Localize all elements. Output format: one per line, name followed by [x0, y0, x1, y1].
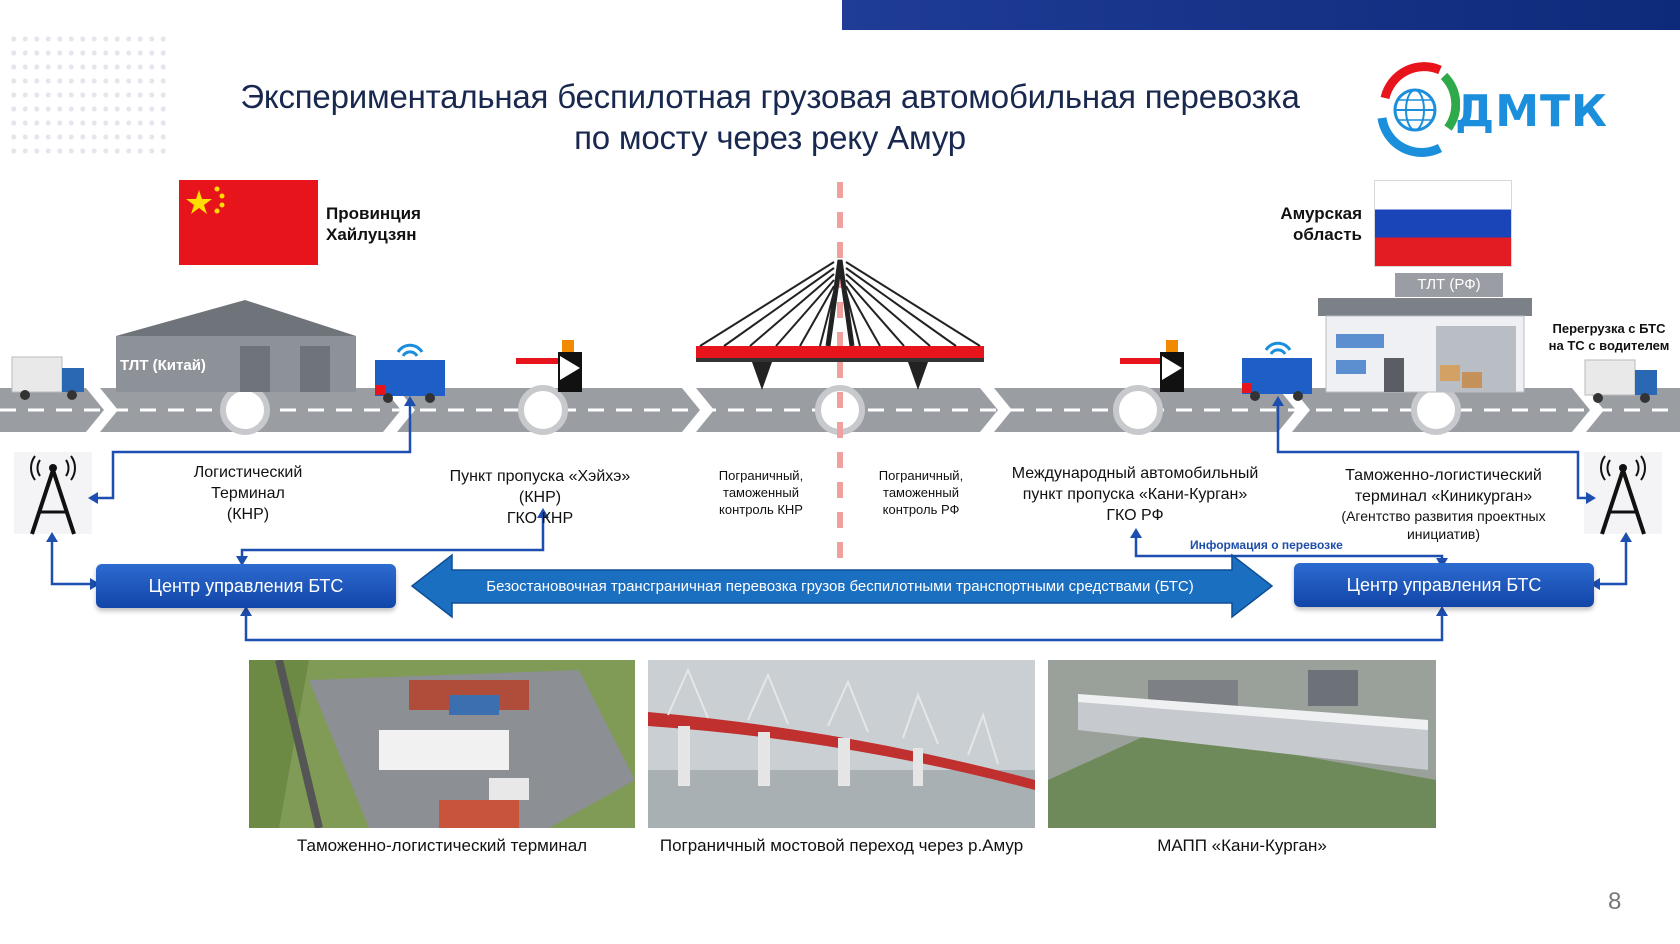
- caption-checkpoint: МАПП «Кани-Курган»: [1157, 836, 1327, 855]
- region-russia-line-1: Амурская: [1280, 204, 1362, 223]
- label-terminal-ru-line-2: терминал «Киникурган»: [1354, 488, 1533, 505]
- double-arrow: [410, 553, 1274, 619]
- reload-line-1: Перегрузка с БТС: [1552, 321, 1666, 336]
- label-logistic-line-1: Логистический: [193, 464, 303, 481]
- photo-checkpoint: [1048, 660, 1436, 828]
- label-heihe-line-2: (КНР): [518, 489, 562, 506]
- photo-bridge: [648, 660, 1035, 828]
- label-heihe-line-3: ГКО КНР: [506, 510, 574, 527]
- label-border-control-china: Пограничный, таможенный контроль КНР: [700, 467, 822, 518]
- label-terminal-ru-line-1: Таможенно-логистический: [1345, 467, 1542, 484]
- dot-pattern: [8, 32, 170, 158]
- page-title: Экспериментальная беспилотная грузовая а…: [180, 76, 1360, 158]
- label-terminal-ru-line-3: (Агентство развития проектных: [1341, 508, 1546, 524]
- warehouse-china-icon: [116, 300, 356, 392]
- barrier-left-icon: [516, 340, 582, 392]
- warehouse-russia-icon: [1318, 298, 1532, 393]
- control-center-left: Центр управления БТС: [96, 564, 396, 608]
- caption-bridge: Пограничный мостовой переход через р.Аму…: [659, 836, 1024, 855]
- china-stars-icon: [186, 186, 225, 214]
- label-border-ru-line-1: Пограничный,: [878, 468, 964, 483]
- control-center-right: Центр управления БТС: [1294, 563, 1594, 607]
- page-number: 8: [1608, 888, 1622, 915]
- label-terminal-ru-line-4: инициатив): [1406, 526, 1481, 542]
- label-kani-line-3: ГКО РФ: [1106, 507, 1164, 524]
- dmtk-logo-icon: [1377, 62, 1460, 157]
- region-china-line-1: Провинция: [326, 204, 421, 223]
- bridge-icon: [696, 259, 984, 390]
- region-china: Провинция Хайлуцзян: [326, 203, 421, 245]
- connector-lines: [50, 400, 1628, 642]
- label-kani-kurgan: Международный автомобильный пункт пропус…: [990, 463, 1280, 526]
- info-label: Информация о перевозке: [1190, 538, 1343, 552]
- antenna-left-icon: [14, 452, 92, 535]
- tlt-russia-label: ТЛТ (РФ): [1395, 273, 1503, 297]
- barrier-right-icon: [1120, 340, 1184, 392]
- label-terminal-russia: Таможенно-логистический терминал «Кинику…: [1316, 465, 1571, 543]
- label-logistic-line-3: (КНР): [226, 506, 270, 523]
- antenna-right-icon: [1584, 452, 1662, 535]
- label-border-control-russia: Пограничный, таможенный контроль РФ: [860, 467, 982, 518]
- checkpoint-render-image: [1048, 660, 1436, 828]
- truck-left-icon: [11, 356, 84, 400]
- road-nodes: [220, 385, 1461, 435]
- russia-flag: [1374, 180, 1512, 267]
- label-logistic-terminal: Логистический Терминал (КНР): [168, 462, 328, 525]
- label-border-ru-line-3: контроль РФ: [882, 502, 960, 517]
- double-arrow-label: Безостановочная трансграничная перевозка…: [486, 578, 1194, 595]
- china-flag: [179, 180, 318, 265]
- label-border-cn-line-2: таможенный: [723, 485, 799, 500]
- label-border-ru-line-2: таможенный: [883, 485, 959, 500]
- bridge-photo-image: [648, 660, 1035, 828]
- label-border-cn-line-1: Пограничный,: [718, 468, 804, 483]
- title-line-2: по мосту через реку Амур: [574, 119, 966, 156]
- reload-line-2: на ТС с водителем: [1548, 338, 1670, 353]
- label-heihe-checkpoint: Пункт пропуска «Хэйхэ» (КНР) ГКО КНР: [430, 466, 650, 529]
- label-logistic-line-2: Терминал: [211, 485, 285, 502]
- label-border-cn-line-3: контроль КНР: [719, 502, 803, 517]
- label-heihe-line-1: Пункт пропуска «Хэйхэ»: [449, 468, 631, 485]
- region-russia: Амурская область: [1262, 203, 1362, 245]
- region-russia-line-2: область: [1293, 225, 1362, 244]
- photo-terminal: [249, 660, 635, 828]
- truck-right-icon: [1584, 359, 1657, 403]
- autonomous-truck-left-icon: [375, 343, 445, 403]
- label-kani-line-1: Международный автомобильный: [1011, 465, 1259, 482]
- caption-terminal: Таможенно-логистический терминал: [296, 836, 588, 855]
- title-line-1: Экспериментальная беспилотная грузовая а…: [240, 78, 1300, 115]
- connector-arrowheads: [46, 396, 1632, 616]
- region-china-line-2: Хайлуцзян: [326, 225, 417, 244]
- reload-label: Перегрузка с БТС на ТС с водителем: [1544, 320, 1674, 354]
- top-accent-bar: [842, 0, 1680, 30]
- tlt-china-label: ТЛТ (Китай): [120, 357, 206, 374]
- logo-text: ДМТК: [1455, 86, 1608, 137]
- autonomous-truck-right-icon: [1242, 341, 1312, 401]
- terminal-aerial-image: [249, 660, 635, 828]
- label-kani-line-2: пункт пропуска «Кани-Курган»: [1022, 486, 1248, 503]
